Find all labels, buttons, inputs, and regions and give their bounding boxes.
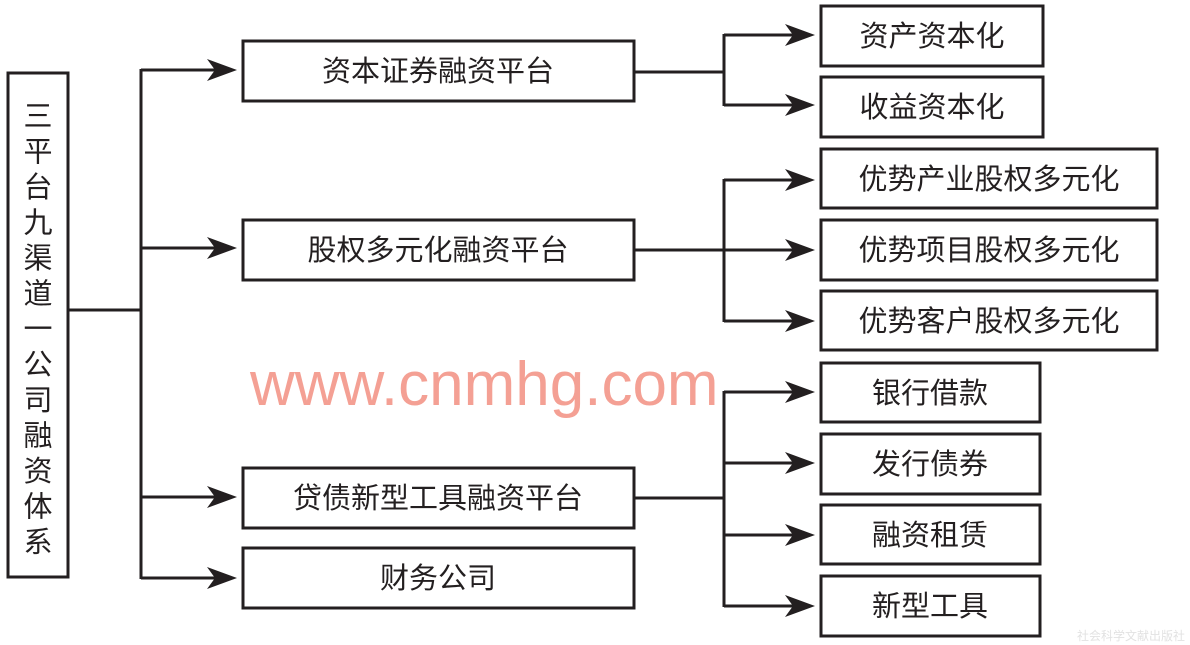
arrow-head-icon [207,486,237,508]
root-label-char: 司 [23,383,52,417]
channel-8: 融资租赁 [819,503,1042,566]
channel-label: 优势项目股权多元化 [858,233,1119,267]
channel-6: 银行借款 [819,361,1042,424]
channel-5: 优势客户股权多元化 [819,289,1159,352]
platform-label: 贷债新型工具融资平台 [293,481,583,515]
root-label-char: 公 [23,348,52,382]
channel-label: 银行借款 [872,376,988,410]
branch-connectors [634,34,726,607]
platform-2: 股权多元化融资平台 [241,218,636,282]
channel-3: 优势产业股权多元化 [819,147,1159,210]
root-connectors [68,69,143,579]
channel-label: 发行债券 [872,447,988,481]
root-label-char: 系 [23,525,52,559]
arrow-head-icon [785,381,815,403]
platform-1: 资本证券融资平台 [241,39,636,103]
arrow-head-icon [207,59,237,81]
channel-label: 融资租赁 [872,518,988,552]
arrow-head-icon [785,239,815,261]
channel-arrows [724,24,815,617]
channel-label: 收益资本化 [859,90,1004,124]
channel-4: 优势项目股权多元化 [819,218,1159,282]
channel-2: 收益资本化 [819,75,1045,139]
platform-label: 财务公司 [380,561,496,595]
root-label-char: 体 [23,490,52,524]
platform-arrows [141,59,237,589]
channel-label: 新型工具 [872,589,988,623]
watermark: www.cnmhg.com [249,350,719,419]
root-label-char: 平 [23,135,52,169]
publisher-mark: 社会科学文献出版社 [1077,628,1185,643]
arrow-head-icon [207,237,237,259]
channel-label: 资产资本化 [859,19,1004,53]
platform-4: 财务公司 [241,546,636,610]
root-label-char: 融 [23,419,52,453]
channel-9: 新型工具 [819,574,1042,638]
root-label-char: 三 [23,99,52,133]
root-label-char: 资 [23,454,52,488]
root-box [6,71,70,579]
arrow-head-icon [785,310,815,332]
platform-label: 资本证券融资平台 [322,54,554,88]
arrow-head-icon [785,595,815,617]
arrow-head-icon [785,524,815,546]
channel-1: 资产资本化 [819,4,1045,68]
arrow-head-icon [207,567,237,589]
root-label-char: 一 [23,312,52,346]
root-label-char: 道 [23,277,52,311]
channel-label: 优势客户股权多元化 [858,304,1119,338]
root-label-char: 九 [23,206,52,240]
platform-3: 贷债新型工具融资平台 [241,466,636,530]
channel-label: 优势产业股权多元化 [858,162,1119,196]
platform-label: 股权多元化融资平台 [307,233,568,267]
root-label-char: 台 [23,170,52,204]
arrow-head-icon [785,169,815,191]
arrow-head-icon [785,24,815,46]
arrow-head-icon [785,94,815,116]
arrow-head-icon [785,452,815,474]
root-label-char: 渠 [23,241,52,275]
channel-7: 发行债券 [819,432,1042,496]
